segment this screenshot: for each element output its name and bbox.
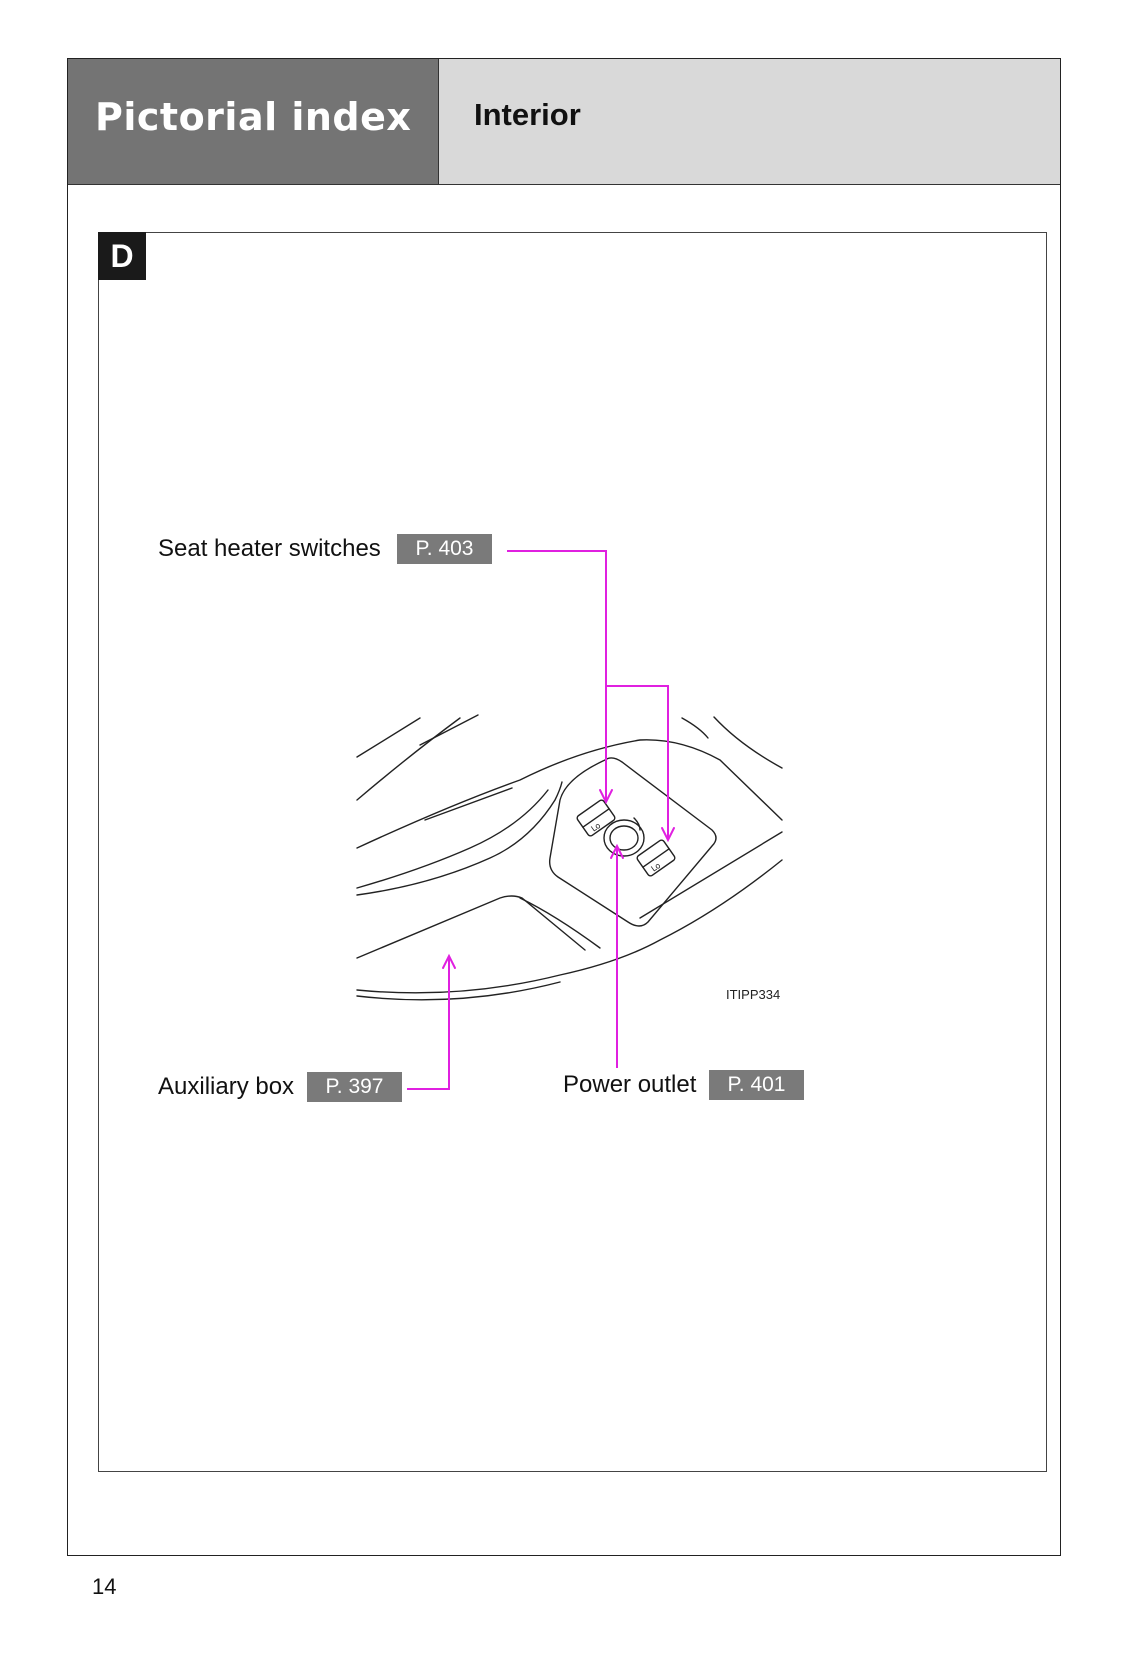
subsection-header: Interior (439, 59, 1060, 185)
console-line-art: Lo Lo (356, 714, 783, 1001)
section-header: Pictorial index (68, 59, 439, 185)
leader-arrowheads (442, 789, 675, 969)
page-ref-power-outlet[interactable]: P. 401 (709, 1070, 804, 1100)
leader-lines (407, 550, 669, 1090)
callout-label-seat-heater-switches: Seat heater switches (158, 535, 381, 562)
page-ref-auxiliary-box[interactable]: P. 397 (307, 1072, 402, 1102)
page-number: 14 (92, 1574, 117, 1599)
page-ref-seat-heater-switches[interactable]: P. 403 (397, 534, 492, 564)
svg-text:Lo: Lo (590, 821, 603, 834)
subsection-title: Interior (474, 97, 581, 132)
page-frame: Pictorial index Interior (67, 58, 1061, 1556)
illustration-code: ITIPP334 (726, 987, 781, 1002)
section-title: Pictorial index (95, 95, 412, 139)
panel-badge: D (98, 232, 146, 280)
svg-text:Lo: Lo (650, 861, 663, 874)
illustration-panel (98, 232, 1047, 1472)
callout-label-power-outlet: Power outlet (563, 1071, 697, 1098)
callout-label-auxiliary-box: Auxiliary box (158, 1073, 295, 1100)
